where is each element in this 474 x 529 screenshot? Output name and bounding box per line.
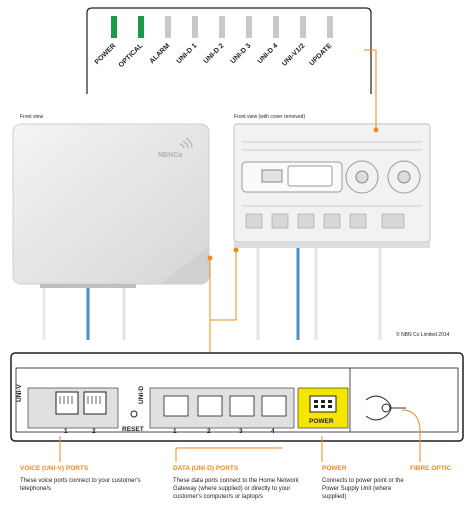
led-uni-v1-2-indicator <box>300 16 306 38</box>
front-view-open-caption: Front view (with cover removed) <box>234 114 306 120</box>
uni-d-port-2-label: 2 <box>207 428 211 435</box>
led-uni-d-4-indicator <box>273 16 279 38</box>
uni-d-port-1-label: 1 <box>173 428 177 435</box>
bottom-panel: UNI-V 1 2 RESET UNI-D 1 2 3 4 POWER <box>10 352 464 452</box>
voice-callout-title: VOICE (UNI-V) PORTS <box>20 465 89 472</box>
nbn-logo-icon <box>179 137 193 149</box>
power-callout-text: Connects to power point or the Power Sup… <box>322 478 404 500</box>
nbn-logo: NBNCo <box>150 134 200 164</box>
power-port-label: POWER <box>309 418 334 425</box>
led-uni-d-3-indicator <box>246 16 252 38</box>
front-view-device: NBNCo <box>10 122 215 340</box>
voice-callout-text: These voice ports connect to your custom… <box>20 478 141 492</box>
front-view-open-device <box>232 122 432 342</box>
nbn-logo-text: NBNCo <box>158 152 183 159</box>
uni-d-port-3-label: 3 <box>239 428 243 435</box>
data-callout-text: These data ports connect to the Home Net… <box>173 478 299 500</box>
power-callout-title: POWER <box>322 465 347 472</box>
led-update-indicator <box>327 16 333 38</box>
copyright: © NBN Co Limited 2014 <box>396 332 450 338</box>
led-alarm-indicator <box>165 16 171 38</box>
led-optical-indicator <box>138 16 144 38</box>
reset-label: RESET <box>122 426 144 433</box>
fibre-callout-title: FIBRE OPTIC <box>410 465 452 472</box>
led-uni-d-1-indicator <box>192 16 198 38</box>
uni-d-port-4-label: 4 <box>271 428 275 435</box>
uni-v-port-2-label: 2 <box>92 428 96 435</box>
led-power-indicator <box>111 16 117 38</box>
led-uni-d-2-indicator <box>219 16 225 38</box>
front-view-caption: Front view <box>20 114 44 120</box>
data-callout-title: DATA (UNI-D) PORTS <box>173 465 239 472</box>
uni-v-port-1-label: 1 <box>64 428 68 435</box>
